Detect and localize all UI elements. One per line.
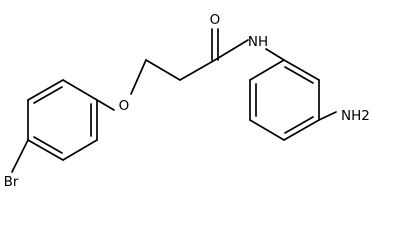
atom-label-carbonyl-oxygen: O bbox=[210, 12, 221, 28]
ring-bond bbox=[283, 59, 320, 81]
atom-label-amine: NH2 bbox=[341, 108, 370, 124]
ring-bond bbox=[249, 119, 285, 141]
bromophenyl-ring bbox=[11, 79, 98, 173]
ring-bond bbox=[62, 79, 98, 101]
ring-bond bbox=[27, 139, 64, 161]
bond-ch2-to-ether-o bbox=[130, 59, 147, 95]
atom-label-bromine: Br bbox=[4, 174, 19, 190]
ring-bond bbox=[27, 79, 64, 101]
ring-bond bbox=[249, 59, 285, 81]
bond-nh-to-ring bbox=[265, 48, 285, 61]
bond-carbonyl-to-ch2 bbox=[179, 59, 216, 81]
bond-ch2-to-ch2 bbox=[145, 59, 181, 81]
bond-carbonyl-to-nh bbox=[214, 39, 249, 61]
ring-bond bbox=[283, 119, 320, 141]
atom-label-ether-oxygen: O bbox=[119, 98, 130, 114]
bond-ring-to-bromine bbox=[11, 139, 29, 173]
atom-label-amide-nh: NH bbox=[248, 34, 268, 50]
aminophenyl-ring bbox=[249, 59, 337, 141]
chemical-structure-diagram: O NH O Br NH2 bbox=[4, 12, 370, 190]
propyl-chain bbox=[96, 59, 216, 111]
ring-inner-double-bond bbox=[33, 86, 63, 104]
ring-bond bbox=[62, 139, 98, 161]
amide-group bbox=[211, 28, 285, 61]
ring-inner-double-bond bbox=[284, 66, 314, 84]
ring-inner-double-bond bbox=[33, 136, 63, 154]
bond-ring-to-amine bbox=[318, 111, 337, 121]
bond-ether-o-to-ring bbox=[96, 99, 115, 111]
ring-inner-double-bond bbox=[284, 116, 314, 134]
